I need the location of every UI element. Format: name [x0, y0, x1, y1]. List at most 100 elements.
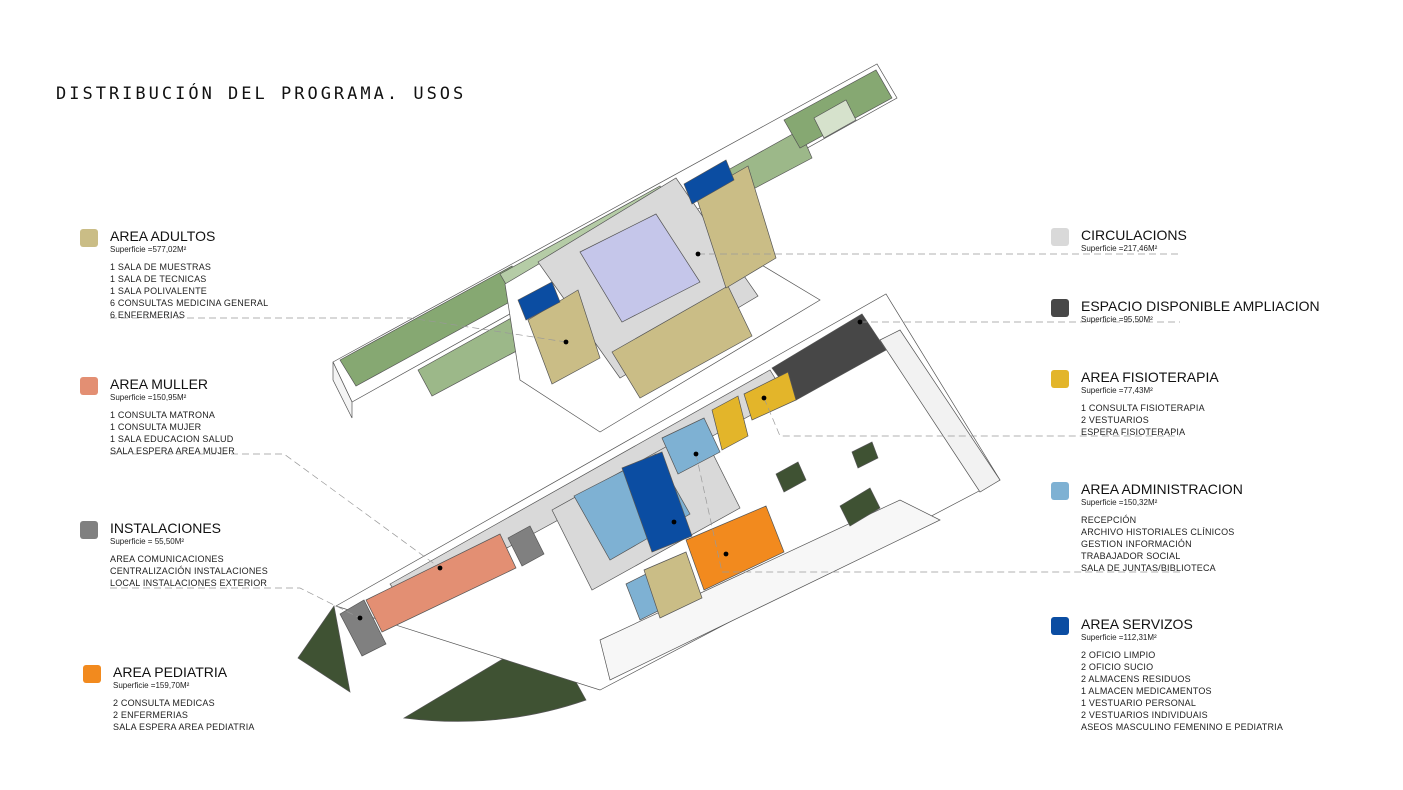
green-roof-strip [813, 99, 857, 139]
legend-item: TRABAJADOR SOCIAL [1081, 551, 1181, 561]
legend-area: Superficie =112,31M² [1081, 633, 1157, 642]
legend-item: 2 VESTUARIOS INDIVIDUAIS [1081, 710, 1208, 720]
leader-instalaciones [110, 587, 361, 619]
legend-item: 1 SALA EDUCACION SALUD [110, 434, 234, 444]
legend-swatch [80, 229, 98, 247]
legend-item: 6 ENFERMERIAS [110, 310, 186, 320]
legend-swatch [1051, 228, 1069, 246]
legend-name: ESPACIO DISPONIBLE AMPLIACION [1081, 298, 1320, 314]
upper-building [332, 63, 898, 433]
legend-swatch [83, 665, 101, 683]
legend-item: LOCAL INSTALACIONES EXTERIOR [110, 578, 268, 588]
leader-fisioterapia [763, 397, 1180, 437]
legend-swatch [80, 521, 98, 539]
legend-item: GESTION INFORMACIÓN [1081, 539, 1192, 549]
legend-item: ESPERA FISIOTERAPIA [1081, 427, 1186, 437]
adultos-rooms [643, 551, 703, 619]
lower-building [297, 293, 1001, 722]
legend-items: 2 OFICIO LIMPIO 2 OFICIO SUCIO 2 ALMACEN… [1081, 649, 1283, 733]
legend-items: 1 CONSULTA MATRONA 1 CONSULTA MUJER 1 SA… [110, 409, 235, 457]
leader-lines [110, 253, 1180, 619]
legend-item: 1 CONSULTA FISIOTERAPIA [1081, 403, 1205, 413]
legend-items: RECEPCIÓN ARCHIVO HISTORIALES CLÍNICOS G… [1081, 514, 1234, 574]
landscape-green [297, 605, 351, 693]
legend-area: Superficie =159,70M² [113, 681, 190, 690]
leader-dot [357, 615, 363, 621]
legend-item: SALA ESPERA AREA MUJER [110, 446, 235, 456]
legend-items: 1 SALA DE MUESTRAS 1 SALA DE TECNICAS 1 … [110, 261, 268, 321]
legend-item: 1 VESTUARIO PERSONAL [1081, 698, 1197, 708]
legend-item: ARCHIVO HISTORIALES CLÍNICOS [1081, 527, 1235, 537]
legend-area: Superficie =217,46M² [1081, 244, 1158, 253]
legend-item: ASEOS MASCULINO FEMENINO E PEDIATRIA [1081, 722, 1284, 732]
legend-swatch [1051, 299, 1069, 317]
legend-item: 1 SALA POLIVALENTE [110, 286, 207, 296]
leader-dot [693, 451, 699, 457]
legend-name: AREA SERVIZOS [1081, 616, 1193, 632]
adultos-rooms [611, 285, 753, 399]
leader-dot [761, 395, 767, 401]
legend-item: 1 SALA DE MUESTRAS [110, 262, 212, 272]
legend-item: SALA DE JUNTAS/BIBLIOTECA [1081, 563, 1216, 573]
muller-rooms [365, 533, 517, 633]
leader-dot [695, 251, 701, 257]
legend-swatch [1051, 370, 1069, 388]
legend-name: AREA MULLER [110, 376, 209, 392]
legend-swatch [1051, 482, 1069, 500]
legend-area: Superficie = 55,50M² [110, 537, 185, 546]
legend-name: AREA ADMINISTRACION [1081, 481, 1243, 497]
leader-dot [723, 551, 729, 557]
legend-name: CIRCULACIONS [1081, 227, 1187, 243]
servizos-rooms [683, 159, 735, 205]
fisioterapia-rooms [743, 371, 797, 421]
leader-dot [437, 565, 443, 571]
legend-items: 2 CONSULTA MEDICAS 2 ENFERMERIAS SALA ES… [113, 697, 255, 733]
courtyard-planter [775, 461, 807, 493]
legend-item: 2 ENFERMERIAS [113, 710, 189, 720]
legend-swatch [1051, 617, 1069, 635]
legend-item: 2 CONSULTA MEDICAS [113, 698, 215, 708]
legend-item: 1 CONSULTA MATRONA [110, 410, 216, 420]
servizos-rooms [621, 451, 693, 553]
adultos-rooms [527, 289, 601, 385]
upper-patio [579, 213, 701, 323]
courtyard-planter [839, 487, 881, 527]
page-title: DISTRIBUCIÓN DEL PROGRAMA. USOS [56, 84, 467, 104]
legend-item: 2 VESTUARIOS [1081, 415, 1149, 425]
legend-item: 1 ALMACEN MEDICAMENTOS [1081, 686, 1212, 696]
legend-area: Superficie =77,43M² [1081, 386, 1153, 395]
leader-muller [110, 453, 441, 569]
legend-swatch [80, 377, 98, 395]
courtyard-planter [851, 441, 879, 469]
legend-item: 1 CONSULTA MUJER [110, 422, 202, 432]
leader-dot [857, 319, 863, 325]
legend-name: AREA PEDIATRIA [113, 664, 228, 680]
fisioterapia-rooms [711, 395, 749, 451]
pediatria-rooms [685, 505, 785, 591]
legend-area: Superficie =150,32M² [1081, 498, 1158, 507]
legend-name: AREA ADULTOS [110, 228, 216, 244]
administracion-rooms [661, 417, 721, 475]
legend-area: Superficie =150,95M² [110, 393, 187, 402]
legend-area: Superficie =95,50M² [1081, 315, 1153, 324]
legend-area: Superficie =577,02M² [110, 245, 187, 254]
legend-item: 2 ALMACENS RESIDUOS [1081, 674, 1191, 684]
legend-items: 1 CONSULTA FISIOTERAPIA 2 VESTUARIOS ESP… [1081, 402, 1205, 438]
legend-items: AREA COMUNICACIONES CENTRALIZACIÓN INSTA… [110, 553, 268, 589]
leader-dots [357, 251, 863, 621]
leader-adultos [110, 317, 567, 343]
legend-item: 2 OFICIO SUCIO [1081, 662, 1154, 672]
legend-item: RECEPCIÓN [1081, 515, 1137, 525]
legend-item: 6 CONSULTAS MEDICINA GENERAL [110, 298, 269, 308]
leader-dot [563, 339, 569, 345]
legend-name: INSTALACIONES [110, 520, 221, 536]
legend-item: CENTRALIZACIÓN INSTALACIONES [110, 566, 268, 576]
legend-item: 1 SALA DE TECNICAS [110, 274, 207, 284]
terrace-steps [879, 329, 1001, 493]
legend-name: AREA FISIOTERAPIA [1081, 369, 1219, 385]
instalaciones-rooms [507, 525, 545, 567]
terrace-steps [599, 499, 941, 681]
legend-item: AREA COMUNICACIONES [110, 554, 224, 564]
leader-dot [671, 519, 677, 525]
